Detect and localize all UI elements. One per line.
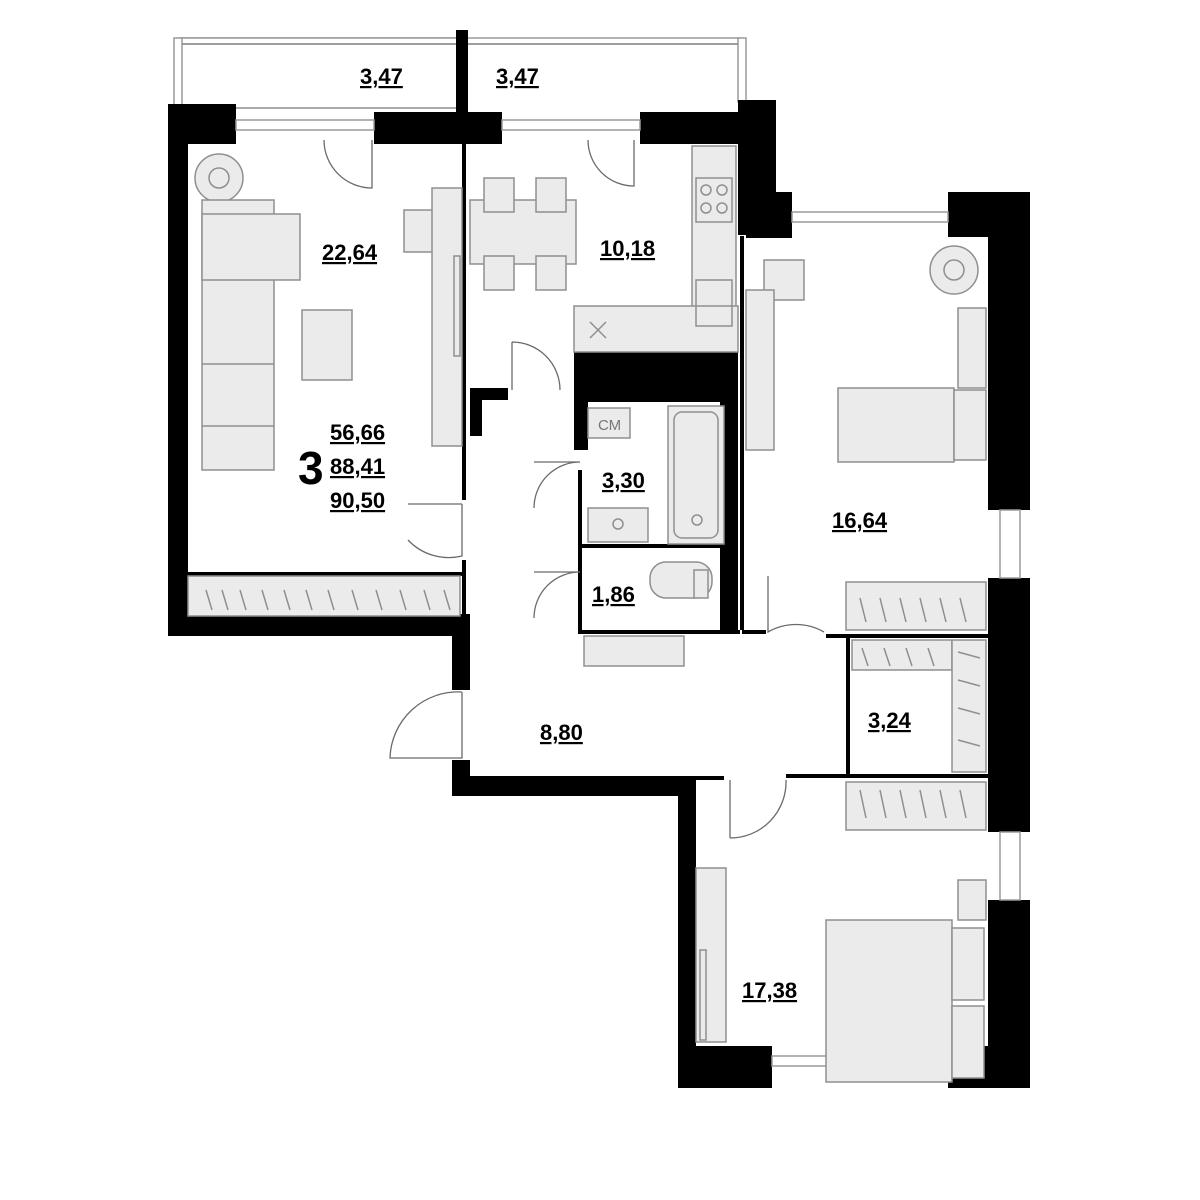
apartment-summary: 3 56,66 88,41 90,50: [298, 420, 385, 513]
hallway-area: 8,80: [540, 720, 583, 745]
bathroom-fixtures: СМ: [583, 405, 725, 667]
kitchen-furniture: [469, 145, 739, 353]
balcony-right-area: 3,47: [496, 64, 539, 89]
living-room-area: 22,64: [322, 240, 378, 265]
closet-furniture: [851, 639, 987, 773]
doors: [323, 139, 825, 839]
bedroom-upper-furniture: [745, 245, 987, 631]
living-area: 56,66: [330, 420, 385, 445]
room-area-labels: 3,47 3,47 22,64 10,18 3,30 1,86 8,80 16,…: [322, 64, 912, 1003]
rooms-count: 3: [298, 442, 324, 494]
living-room-furniture: [187, 153, 463, 617]
bedroom-lower-area: 17,38: [742, 978, 797, 1003]
total-area-with-balconies: 90,50: [330, 488, 385, 513]
interior-walls: [186, 140, 988, 780]
exterior-walls: [168, 30, 1030, 1088]
total-area: 88,41: [330, 454, 385, 479]
closet-area: 3,24: [868, 708, 912, 733]
bedroom-upper-area: 16,64: [832, 508, 888, 533]
washing-machine-mark: СМ: [598, 417, 621, 434]
bedroom-lower-furniture: [695, 781, 987, 1083]
kitchen-area: 10,18: [600, 236, 655, 261]
balcony-left-area: 3,47: [360, 64, 403, 89]
toilet-area: 1,86: [592, 582, 635, 607]
bathroom-area: 3,30: [602, 468, 645, 493]
